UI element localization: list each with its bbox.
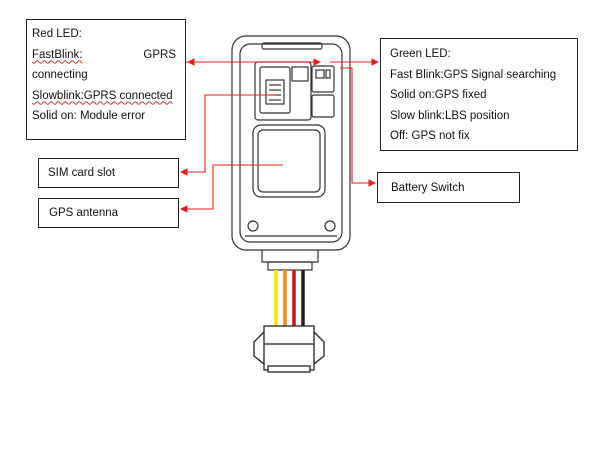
plug-connector [253,325,325,373]
red-led-fast-blink-value-cont: connecting [32,69,88,81]
arrow-battery-switch [340,67,377,187]
red-led-callout: Red LED: FastBlink: GPRS connecting Slow… [26,19,186,140]
green-led-title: Green LED: [390,48,451,60]
gps-antenna-callout: GPS antenna [38,198,179,228]
red-led-title: Red LED: [32,28,82,40]
battery-switch-callout: Battery Switch [377,172,520,203]
green-led-fast-blink: Fast Blink:GPS Signal searching [390,68,557,81]
green-led-solid-on: Solid on:GPS fixed [390,89,487,101]
green-led-slow-blink: Slow blink:LBS position [390,109,510,122]
red-led-solid-on: Solid on: Module error [32,110,146,122]
sim-card-slot-label: SIM card slot [48,167,116,179]
device-body [231,35,351,271]
arrow-gps-antenna [179,164,283,213]
green-led-callout: Green LED: Fast Blink:GPS Signal searchi… [380,38,578,151]
gps-antenna-label: GPS antenna [49,207,119,219]
red-led-slow-blink: Slowblink:GPRS connected [32,89,173,102]
sim-card-slot-callout: SIM card slot [38,158,179,188]
red-led-fast-blink-key: FastBlink: [32,48,83,61]
green-led-off: Off: GPS not fix [390,130,470,142]
cable-wires [274,270,305,326]
red-led-fast-blink-value: GPRS [143,48,176,61]
battery-switch-label: Battery Switch [391,182,465,194]
callout-arrows [179,58,380,213]
arrow-sim-slot [179,94,276,176]
